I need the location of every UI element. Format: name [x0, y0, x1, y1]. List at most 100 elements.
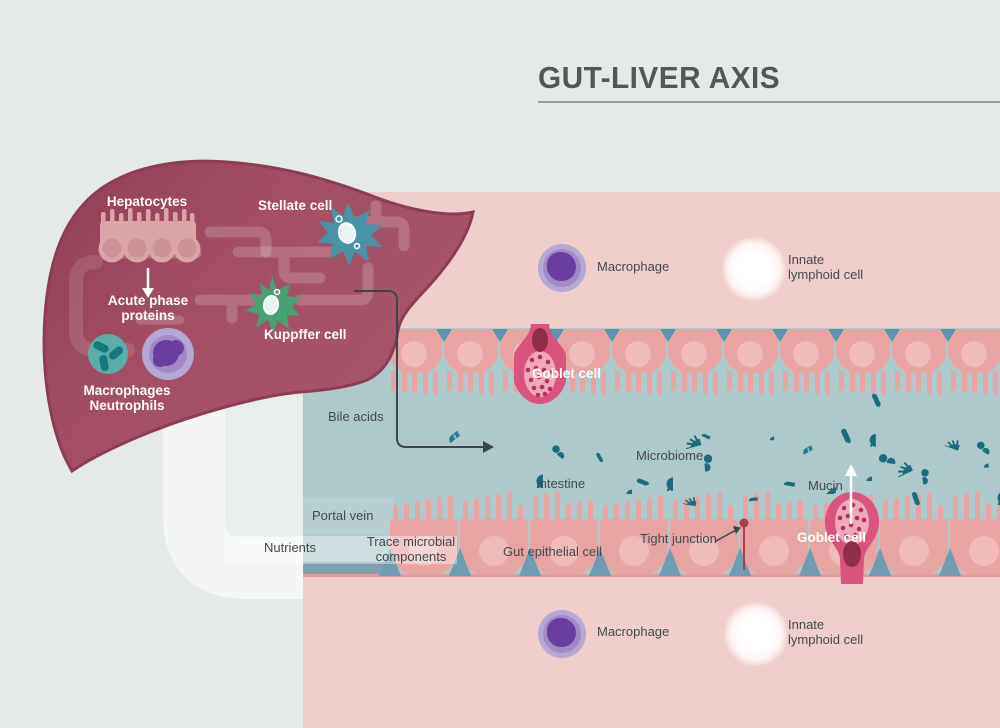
stellate-label: Stellate cell	[258, 198, 333, 213]
cell-highlight	[681, 341, 707, 367]
villus	[489, 371, 494, 395]
cell-highlight	[569, 341, 595, 367]
villus	[961, 371, 967, 392]
villus	[727, 371, 732, 391]
villus	[625, 501, 630, 519]
villus	[849, 371, 855, 392]
liver-macrophage-illustration	[142, 328, 194, 380]
portal-vein-label: Portal vein	[312, 508, 374, 523]
epithelial-cell-top	[612, 329, 666, 373]
hepatocytes-arrow	[142, 268, 154, 298]
villus	[485, 496, 490, 519]
villus	[743, 495, 748, 519]
epithelial-cell-bottom	[740, 519, 808, 576]
cell-junction-gap	[519, 548, 541, 576]
villus	[636, 371, 641, 393]
cell-highlight	[457, 341, 483, 367]
villus	[982, 371, 988, 394]
villus	[673, 500, 678, 519]
villus	[938, 505, 943, 519]
goblet-bottom-label: Goblet cell	[797, 530, 867, 545]
villus	[569, 371, 575, 392]
cell-junction-gap	[436, 329, 452, 342]
epithelial-cell-bottom	[670, 519, 738, 576]
macrophage-cell-top	[538, 244, 586, 292]
macrophage-nucleus	[547, 618, 576, 647]
villus	[793, 371, 799, 392]
cell-highlight	[793, 341, 819, 367]
cell-junction-gap	[589, 548, 611, 576]
villus	[590, 371, 596, 394]
villus	[478, 371, 484, 394]
villus	[713, 371, 718, 395]
cell-highlight	[689, 536, 719, 566]
microbiome-label: Microbiome	[636, 448, 704, 463]
villus	[905, 496, 910, 519]
mucin-arrow	[845, 464, 857, 524]
cell-junction-gap	[492, 329, 508, 342]
villus	[824, 503, 829, 519]
villus	[391, 371, 396, 391]
villus	[433, 371, 438, 395]
villus	[905, 371, 911, 392]
villus	[412, 371, 417, 393]
villus	[404, 503, 409, 519]
villus	[426, 499, 431, 519]
villus	[870, 371, 876, 394]
lamina-strip	[303, 562, 391, 576]
innate-lymphoid-cell-bottom	[724, 602, 788, 666]
cell-junction-gap	[729, 548, 751, 576]
villus	[894, 498, 899, 519]
cell-junction-gap	[869, 548, 891, 576]
villus	[839, 371, 844, 391]
villus	[776, 504, 781, 519]
villus	[883, 500, 888, 519]
stellate-cell-illustration	[317, 203, 383, 266]
villus	[695, 496, 700, 519]
villus	[447, 371, 452, 391]
cell-highlight	[737, 341, 763, 367]
cell-highlight	[969, 536, 999, 566]
villus	[577, 502, 582, 519]
cell-highlight	[619, 536, 649, 566]
villus	[804, 371, 809, 393]
villus	[986, 504, 991, 519]
villus	[603, 505, 608, 519]
villus	[555, 491, 560, 519]
villus	[975, 491, 980, 519]
intestine-label: Intestine	[536, 476, 586, 491]
macrophage-bottom-label: Macrophage	[597, 624, 670, 639]
tight-junction-label: Tight junction	[640, 531, 717, 546]
epithelial-cell-top	[836, 329, 890, 373]
cell-highlight	[625, 341, 651, 367]
cell-junction-gap	[799, 548, 821, 576]
kupffer-cell-illustration	[246, 276, 302, 333]
villus	[468, 371, 473, 393]
villus	[566, 504, 571, 519]
epithelial-cell-bottom	[390, 519, 458, 576]
villus	[964, 493, 969, 519]
cell-highlight	[479, 536, 509, 566]
kupffer-label: Kuppffer cell	[264, 327, 347, 342]
villus	[916, 371, 921, 393]
villus	[401, 371, 407, 392]
epithelial-cell-bottom	[530, 519, 598, 576]
gut-epithelial-label: Gut epithelial cell	[503, 544, 602, 559]
villus	[926, 371, 932, 394]
villus	[580, 371, 585, 393]
cell-junction-gap	[828, 329, 844, 342]
epithelial-cell-top	[892, 329, 946, 373]
villus	[393, 505, 398, 519]
villus	[787, 502, 792, 519]
epithelial-cell-top	[444, 329, 498, 373]
nutrient-flow-band	[225, 536, 457, 564]
villus	[825, 371, 830, 395]
villus	[937, 371, 942, 395]
villus	[783, 371, 788, 391]
villus	[657, 371, 662, 395]
tight-junction-marker	[715, 518, 749, 570]
